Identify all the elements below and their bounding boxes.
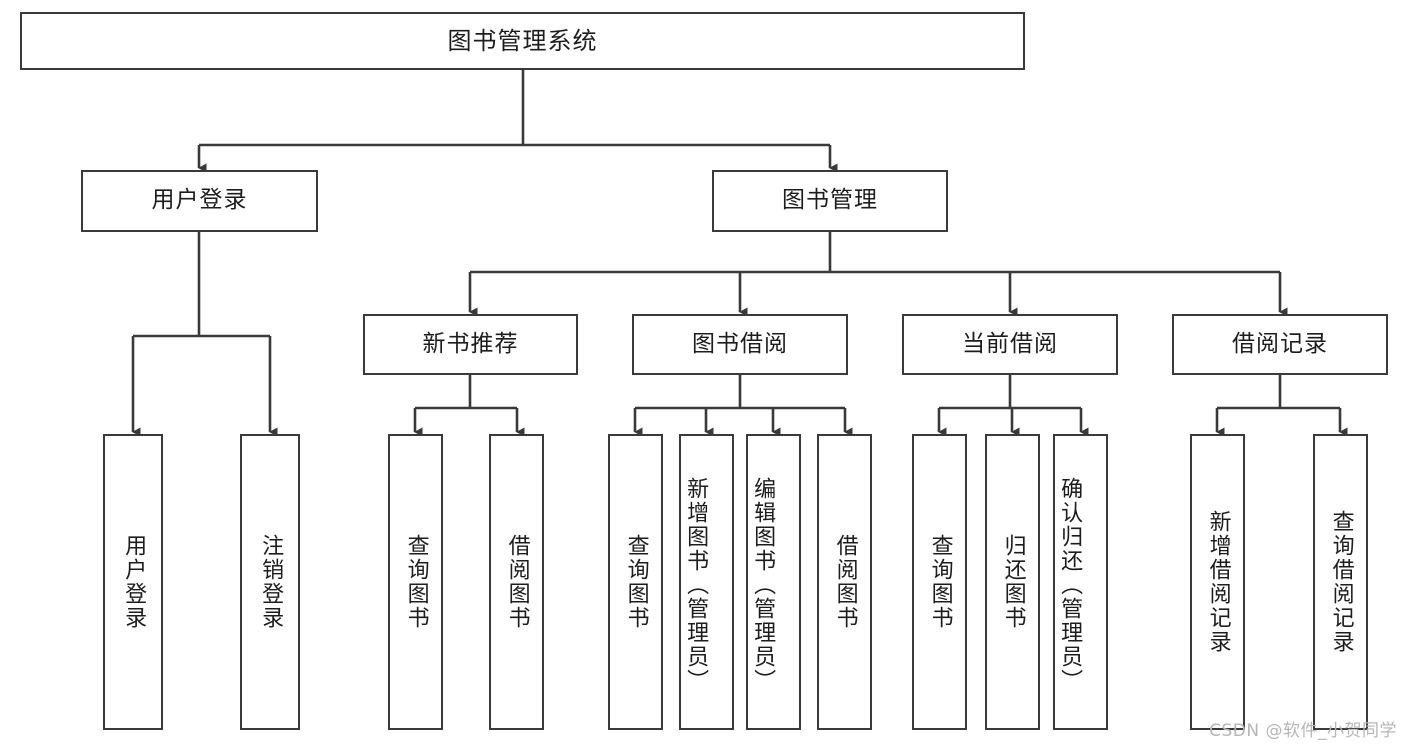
node-label: 用户登录 [121, 534, 147, 630]
node-label: 新增图书（管理员） [683, 477, 709, 693]
node-leaf-query-book-current[interactable]: 查询图书 [912, 434, 967, 730]
node-label: 图书管理系统 [447, 26, 598, 55]
node-label: 借阅图书 [504, 534, 530, 630]
node-book-borrow[interactable]: 图书借阅 [632, 314, 848, 375]
node-borrow-records[interactable]: 借阅记录 [1172, 314, 1388, 375]
node-label: 确认归还（管理员） [1057, 477, 1083, 693]
node-label: 图书借阅 [692, 330, 788, 357]
node-book-management-system[interactable]: 图书管理系统 [20, 12, 1025, 70]
node-label: 查询图书 [403, 534, 429, 630]
node-label: 图书管理 [782, 187, 878, 214]
node-leaf-return-book[interactable]: 归还图书 [985, 434, 1040, 730]
node-label: 新书推荐 [422, 330, 519, 357]
node-label: 新增借阅记录 [1205, 510, 1231, 654]
node-label: 查询借阅记录 [1328, 510, 1354, 654]
node-leaf-borrow-book-recommend[interactable]: 借阅图书 [489, 434, 544, 730]
node-label: 查询图书 [623, 534, 649, 630]
node-leaf-logout[interactable]: 注销登录 [240, 434, 300, 730]
node-label: 当前借阅 [962, 330, 1058, 357]
node-label: 借阅记录 [1232, 330, 1328, 357]
node-book-management[interactable]: 图书管理 [712, 170, 948, 232]
node-new-book-recommend[interactable]: 新书推荐 [363, 314, 578, 375]
node-label: 编辑图书（管理员） [750, 477, 776, 693]
node-label: 查询图书 [927, 534, 953, 630]
node-leaf-add-borrow-record[interactable]: 新增借阅记录 [1190, 434, 1245, 730]
node-leaf-borrow-book[interactable]: 借阅图书 [817, 434, 872, 730]
node-label: 用户登录 [151, 187, 248, 214]
node-leaf-query-book-borrow[interactable]: 查询图书 [608, 434, 663, 730]
watermark-text: CSDN @软件_小贺同学 [1209, 721, 1397, 741]
node-leaf-query-book-recommend[interactable]: 查询图书 [388, 434, 443, 730]
node-label: 归还图书 [1000, 534, 1026, 630]
node-leaf-confirm-return-admin[interactable]: 确认归还（管理员） [1053, 434, 1108, 730]
node-leaf-add-book-admin[interactable]: 新增图书（管理员） [679, 434, 734, 730]
node-current-borrow[interactable]: 当前借阅 [902, 314, 1118, 375]
node-leaf-edit-book-admin[interactable]: 编辑图书（管理员） [746, 434, 801, 730]
node-leaf-user-login[interactable]: 用户登录 [103, 434, 163, 730]
node-user-login[interactable]: 用户登录 [81, 170, 318, 232]
node-leaf-query-borrow-record[interactable]: 查询借阅记录 [1313, 434, 1368, 730]
node-label: 注销登录 [258, 534, 284, 630]
node-label: 借阅图书 [832, 534, 858, 630]
